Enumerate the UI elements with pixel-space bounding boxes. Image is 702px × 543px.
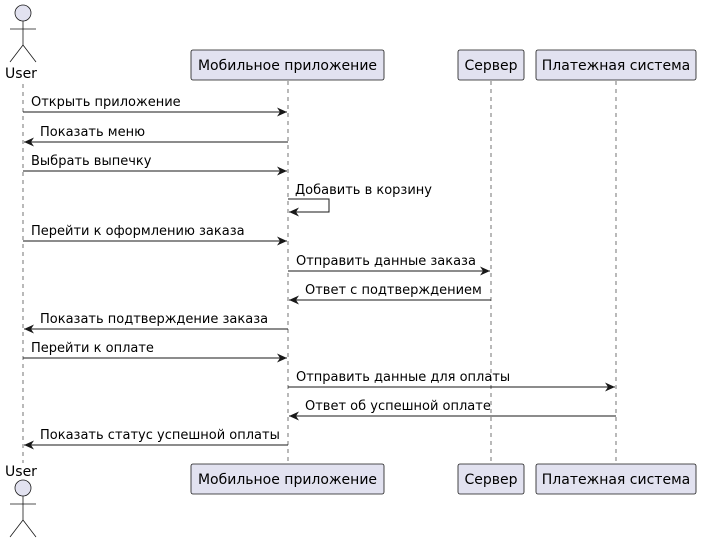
message-arrowhead [277, 107, 287, 117]
message-label: Показать меню [40, 125, 145, 140]
participant-label: Сервер [464, 472, 517, 488]
message-arrowhead [289, 295, 299, 305]
participant-payment-system-bottom: Платежная система [535, 463, 697, 495]
message-label: Добавить в корзину [295, 183, 432, 198]
participant-server-bottom: Сервер [457, 463, 525, 495]
participant-mobile-app-bottom: Мобильное приложение [190, 463, 385, 495]
message-label: Ответ с подтверждением [305, 283, 482, 298]
message-label: Выбрать выпечку [31, 154, 152, 169]
participant-payment-system-top: Платежная система [535, 49, 697, 81]
participant-label: Платежная система [542, 472, 690, 488]
message-arrowhead [289, 411, 299, 421]
actor-head [14, 4, 32, 22]
message-label: Перейти к оформлению заказа [31, 224, 245, 239]
message-arrowhead [277, 353, 287, 363]
message-arrowhead [277, 236, 287, 246]
message-arrowhead [277, 166, 287, 176]
message-arrowhead [480, 266, 490, 276]
message-label: Показать статус успешной оплаты [40, 428, 280, 443]
message-arrowhead [24, 440, 34, 450]
actor-label-bottom: User [5, 464, 37, 480]
participant-label: Мобильное приложение [198, 58, 377, 74]
participant-label: Мобильное приложение [198, 472, 377, 488]
participant-label: Платежная система [542, 58, 690, 74]
participant-server-top: Сервер [457, 49, 525, 81]
participant-mobile-app-top: Мобильное приложение [190, 49, 385, 81]
message-arrowhead [289, 207, 299, 217]
message-label: Перейти к оплате [31, 341, 154, 356]
participant-label: Сервер [464, 58, 517, 74]
message-arrowhead [605, 382, 615, 392]
self-message-line [288, 198, 330, 213]
message-label: Отправить данные для оплаты [296, 370, 510, 385]
actor-user-top: User [5, 4, 37, 82]
message-label: Открыть приложение [31, 95, 181, 110]
actor-user-bottom: User [5, 464, 37, 538]
message-label: Отправить данные заказа [296, 254, 476, 269]
actor-label-top: User [5, 66, 37, 82]
message-arrowhead [24, 137, 34, 147]
message-label: Показать подтверждение заказа [40, 312, 268, 327]
actor-head [14, 479, 32, 497]
message-arrowhead [24, 324, 34, 334]
message-label: Ответ об успешной оплате [305, 399, 491, 414]
